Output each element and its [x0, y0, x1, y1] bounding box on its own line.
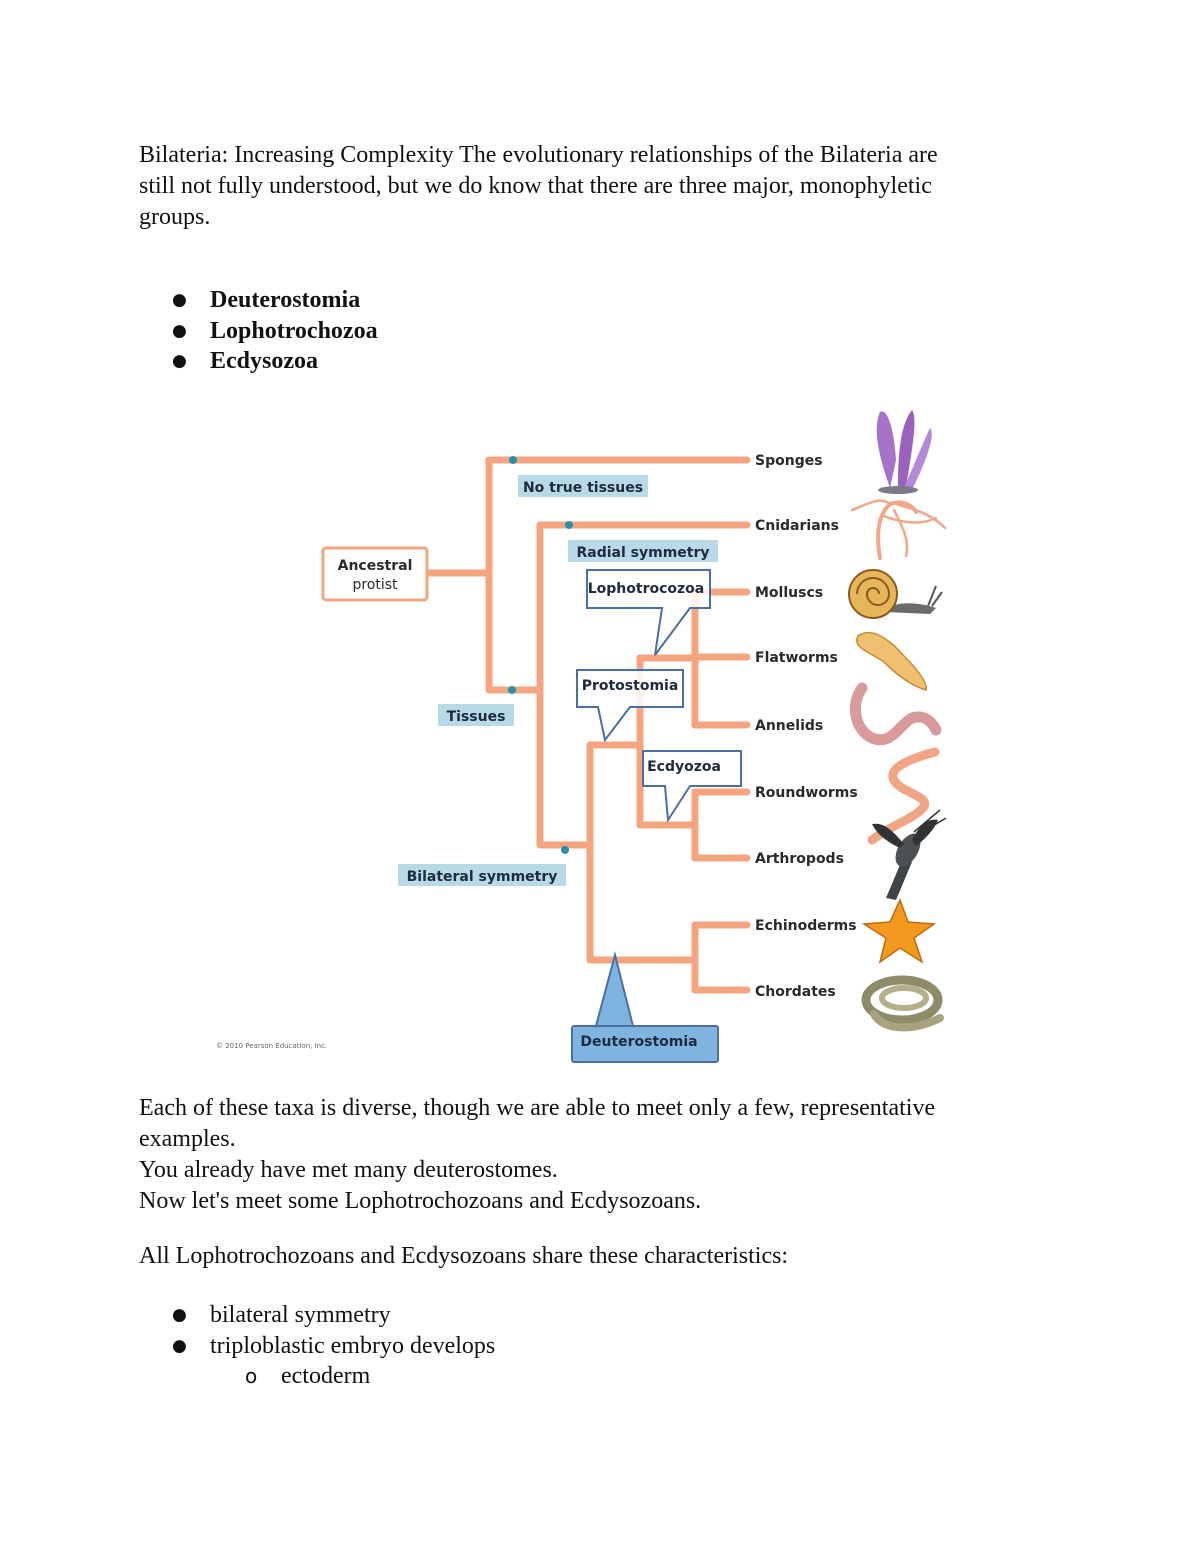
callout-ecdyozoa — [642, 750, 742, 823]
branch-main — [485, 456, 544, 694]
copyright-note: © 2010 Pearson Education, Inc. — [216, 1042, 327, 1050]
taxon-molluscs: Molluscs — [755, 585, 823, 601]
lobster-icon — [872, 809, 947, 900]
trait-bilateral: Bilateral symmetry — [407, 869, 558, 885]
taxon-flatworms: Flatworms — [755, 650, 838, 666]
sponge-icon — [876, 410, 932, 494]
callout-protostomia — [576, 669, 684, 743]
taxon-cnidarians: Cnidarians — [755, 518, 839, 534]
list-item: Deuterostomia — [170, 285, 378, 316]
body-paragraph-2: All Lophotrochozoans and Ecdysozoans sha… — [139, 1243, 789, 1269]
clade-ecdy: Ecdyozoa — [647, 759, 721, 775]
root-label-2: protist — [352, 577, 398, 593]
clade-deutero: Deuterostomia — [580, 1034, 697, 1050]
node-dots — [508, 456, 573, 854]
taxon-arthropods: Arthropods — [755, 851, 844, 867]
list-item: Lophotrochozoa — [170, 316, 378, 347]
body-paragraph-1: Each of these taxa is diverse, though we… — [139, 1093, 1039, 1217]
snake-icon — [861, 975, 944, 1032]
clade-lopho: Lophotrocozoa — [588, 581, 705, 597]
root-label-1: Ancestral — [338, 558, 413, 574]
body-line-4: Now let's meet some Lophotrochozoans and… — [139, 1188, 702, 1214]
taxon-echinoderms: Echinoderms — [755, 918, 857, 934]
taxon-chordates: Chordates — [755, 984, 836, 1000]
hollow-bullet-icon: o — [245, 1364, 258, 1388]
characteristics-list: bilateral symmetry triploblastic embryo … — [170, 1300, 495, 1361]
taxon-sponges: Sponges — [755, 453, 823, 469]
list-item: Ecdysozoa — [170, 346, 378, 377]
starfish-icon — [861, 898, 937, 964]
cnidarian-icon — [850, 499, 947, 560]
body-line-3: You already have met many deuterostomes. — [139, 1157, 558, 1183]
trait-box-no-tissues — [518, 475, 648, 497]
trait-box-radial — [568, 540, 718, 562]
callout-deuterostomia — [571, 1025, 719, 1063]
intro-line-3: groups. — [139, 204, 211, 230]
callout-lophotrocozoa — [586, 569, 711, 656]
sub-list-item: o ectoderm — [245, 1361, 370, 1391]
root-box — [321, 546, 429, 602]
taxon-annelids: Annelids — [755, 718, 823, 734]
body-line-1: Each of these taxa is diverse, though we… — [139, 1095, 936, 1121]
group-list: Deuterostomia Lophotrochozoa Ecdysozoa — [170, 285, 378, 377]
list-item: triploblastic embryo develops — [170, 1331, 495, 1362]
trait-box-bilateral — [398, 864, 566, 886]
sub-item-label: ectoderm — [281, 1363, 371, 1389]
tree-branches — [423, 456, 751, 994]
body-line-2: examples. — [139, 1126, 236, 1152]
flatworm-icon — [856, 631, 927, 691]
snail-icon — [848, 569, 943, 619]
trait-no-tissues: No true tissues — [523, 480, 643, 496]
intro-paragraph: Bilateria: Increasing Complexity The evo… — [139, 140, 1039, 233]
taxon-roundworms: Roundworms — [755, 785, 858, 801]
list-item: bilateral symmetry — [170, 1300, 495, 1331]
branch-tissues — [536, 521, 594, 849]
clade-proto: Protostomia — [582, 678, 679, 694]
deutero-pointer — [594, 951, 635, 1027]
trait-box-tissues — [438, 704, 514, 726]
trait-tissues: Tissues — [447, 709, 506, 725]
intro-line-1: Bilateria: Increasing Complexity The evo… — [139, 142, 938, 168]
phylogenetic-tree-diagram: Ancestral protist No true tissues Radial… — [216, 410, 947, 1063]
annelid-icon — [849, 682, 942, 746]
intro-line-2: still not fully understood, but we do kn… — [139, 173, 932, 199]
trait-radial: Radial symmetry — [576, 545, 709, 561]
